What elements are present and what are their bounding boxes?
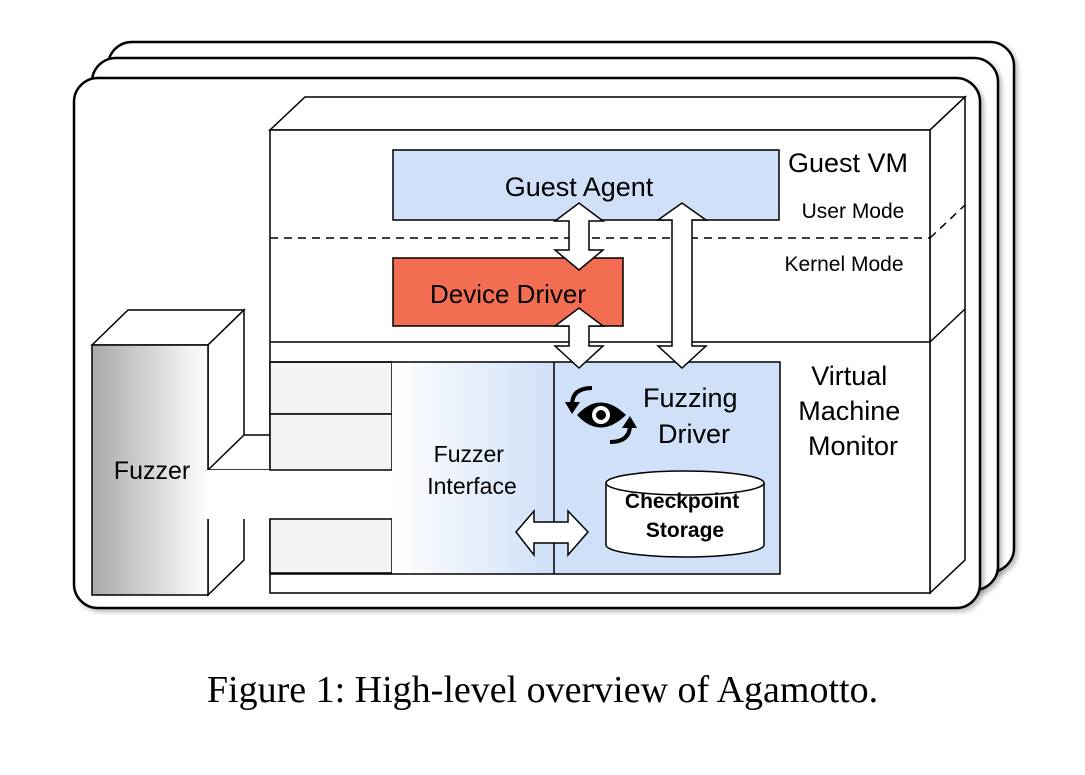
interface-slot xyxy=(269,413,393,471)
eye-arrow-top-head xyxy=(565,402,580,414)
fuzzer-box-front-face xyxy=(91,344,209,596)
agamotto-architecture-diagram: Guest Agent Device Driver Guest VM User … xyxy=(72,40,1016,610)
fuzzer-label: Fuzzer xyxy=(114,457,190,485)
vmm-label: Virtual Machine Monitor xyxy=(798,361,908,461)
vmm-label-line: Machine xyxy=(798,396,900,426)
guest-vm-box-side-face xyxy=(929,95,966,595)
fuzzer-interface-slots xyxy=(269,361,393,574)
agent-fuzzing-driver-arrow xyxy=(655,202,709,370)
vmm-label-line: Monitor xyxy=(808,431,898,461)
eye-arrow-bottom-head xyxy=(622,416,637,428)
eye-pupil xyxy=(596,410,606,420)
user-mode-label: User Mode xyxy=(802,200,905,223)
fuzzer-interface-label: Fuzzer Interface xyxy=(427,441,517,499)
device-driver-label: Device Driver xyxy=(430,279,586,309)
figure-caption: Figure 1: High-level overview of Agamott… xyxy=(206,669,879,711)
fuzzer-interface-label-line: Fuzzer xyxy=(434,441,505,467)
vm-vmm-divider-side xyxy=(929,308,966,343)
fuzzing-driver-label-line: Fuzzing xyxy=(643,383,738,413)
fuzzing-driver-label-line: Driver xyxy=(658,419,730,449)
vmm-label-line: Virtual xyxy=(811,361,887,391)
interface-driver-arrow xyxy=(515,508,590,558)
guest-vm-label: Guest VM xyxy=(788,148,908,178)
arrows xyxy=(515,202,709,558)
rotating-eye-icon xyxy=(565,386,637,444)
agent-driver-arrow xyxy=(552,202,606,271)
guest-vm-box-top-face xyxy=(268,96,967,131)
checkpoint-storage-label-line: Storage xyxy=(646,519,724,542)
kernel-mode-label: Kernel Mode xyxy=(784,253,903,276)
fuzzer-connector-front xyxy=(207,470,271,519)
interface-slot xyxy=(269,518,393,574)
cylinder-top xyxy=(605,470,765,496)
guest-agent-label: Guest Agent xyxy=(505,172,654,202)
interface-slot xyxy=(269,361,393,415)
checkpoint-storage-label-line: Checkpoint xyxy=(625,490,739,513)
fuzzer-box xyxy=(90,308,271,597)
checkpoint-storage-label: Checkpoint Storage xyxy=(625,490,745,542)
fuzzer-interface-label-line: Interface xyxy=(427,473,517,499)
cylinder-body xyxy=(605,483,765,558)
driver-vmm-arrow xyxy=(552,307,606,370)
fuzzing-driver-label: Fuzzing Driver xyxy=(643,383,745,449)
checkpoint-storage-cylinder xyxy=(605,470,765,558)
